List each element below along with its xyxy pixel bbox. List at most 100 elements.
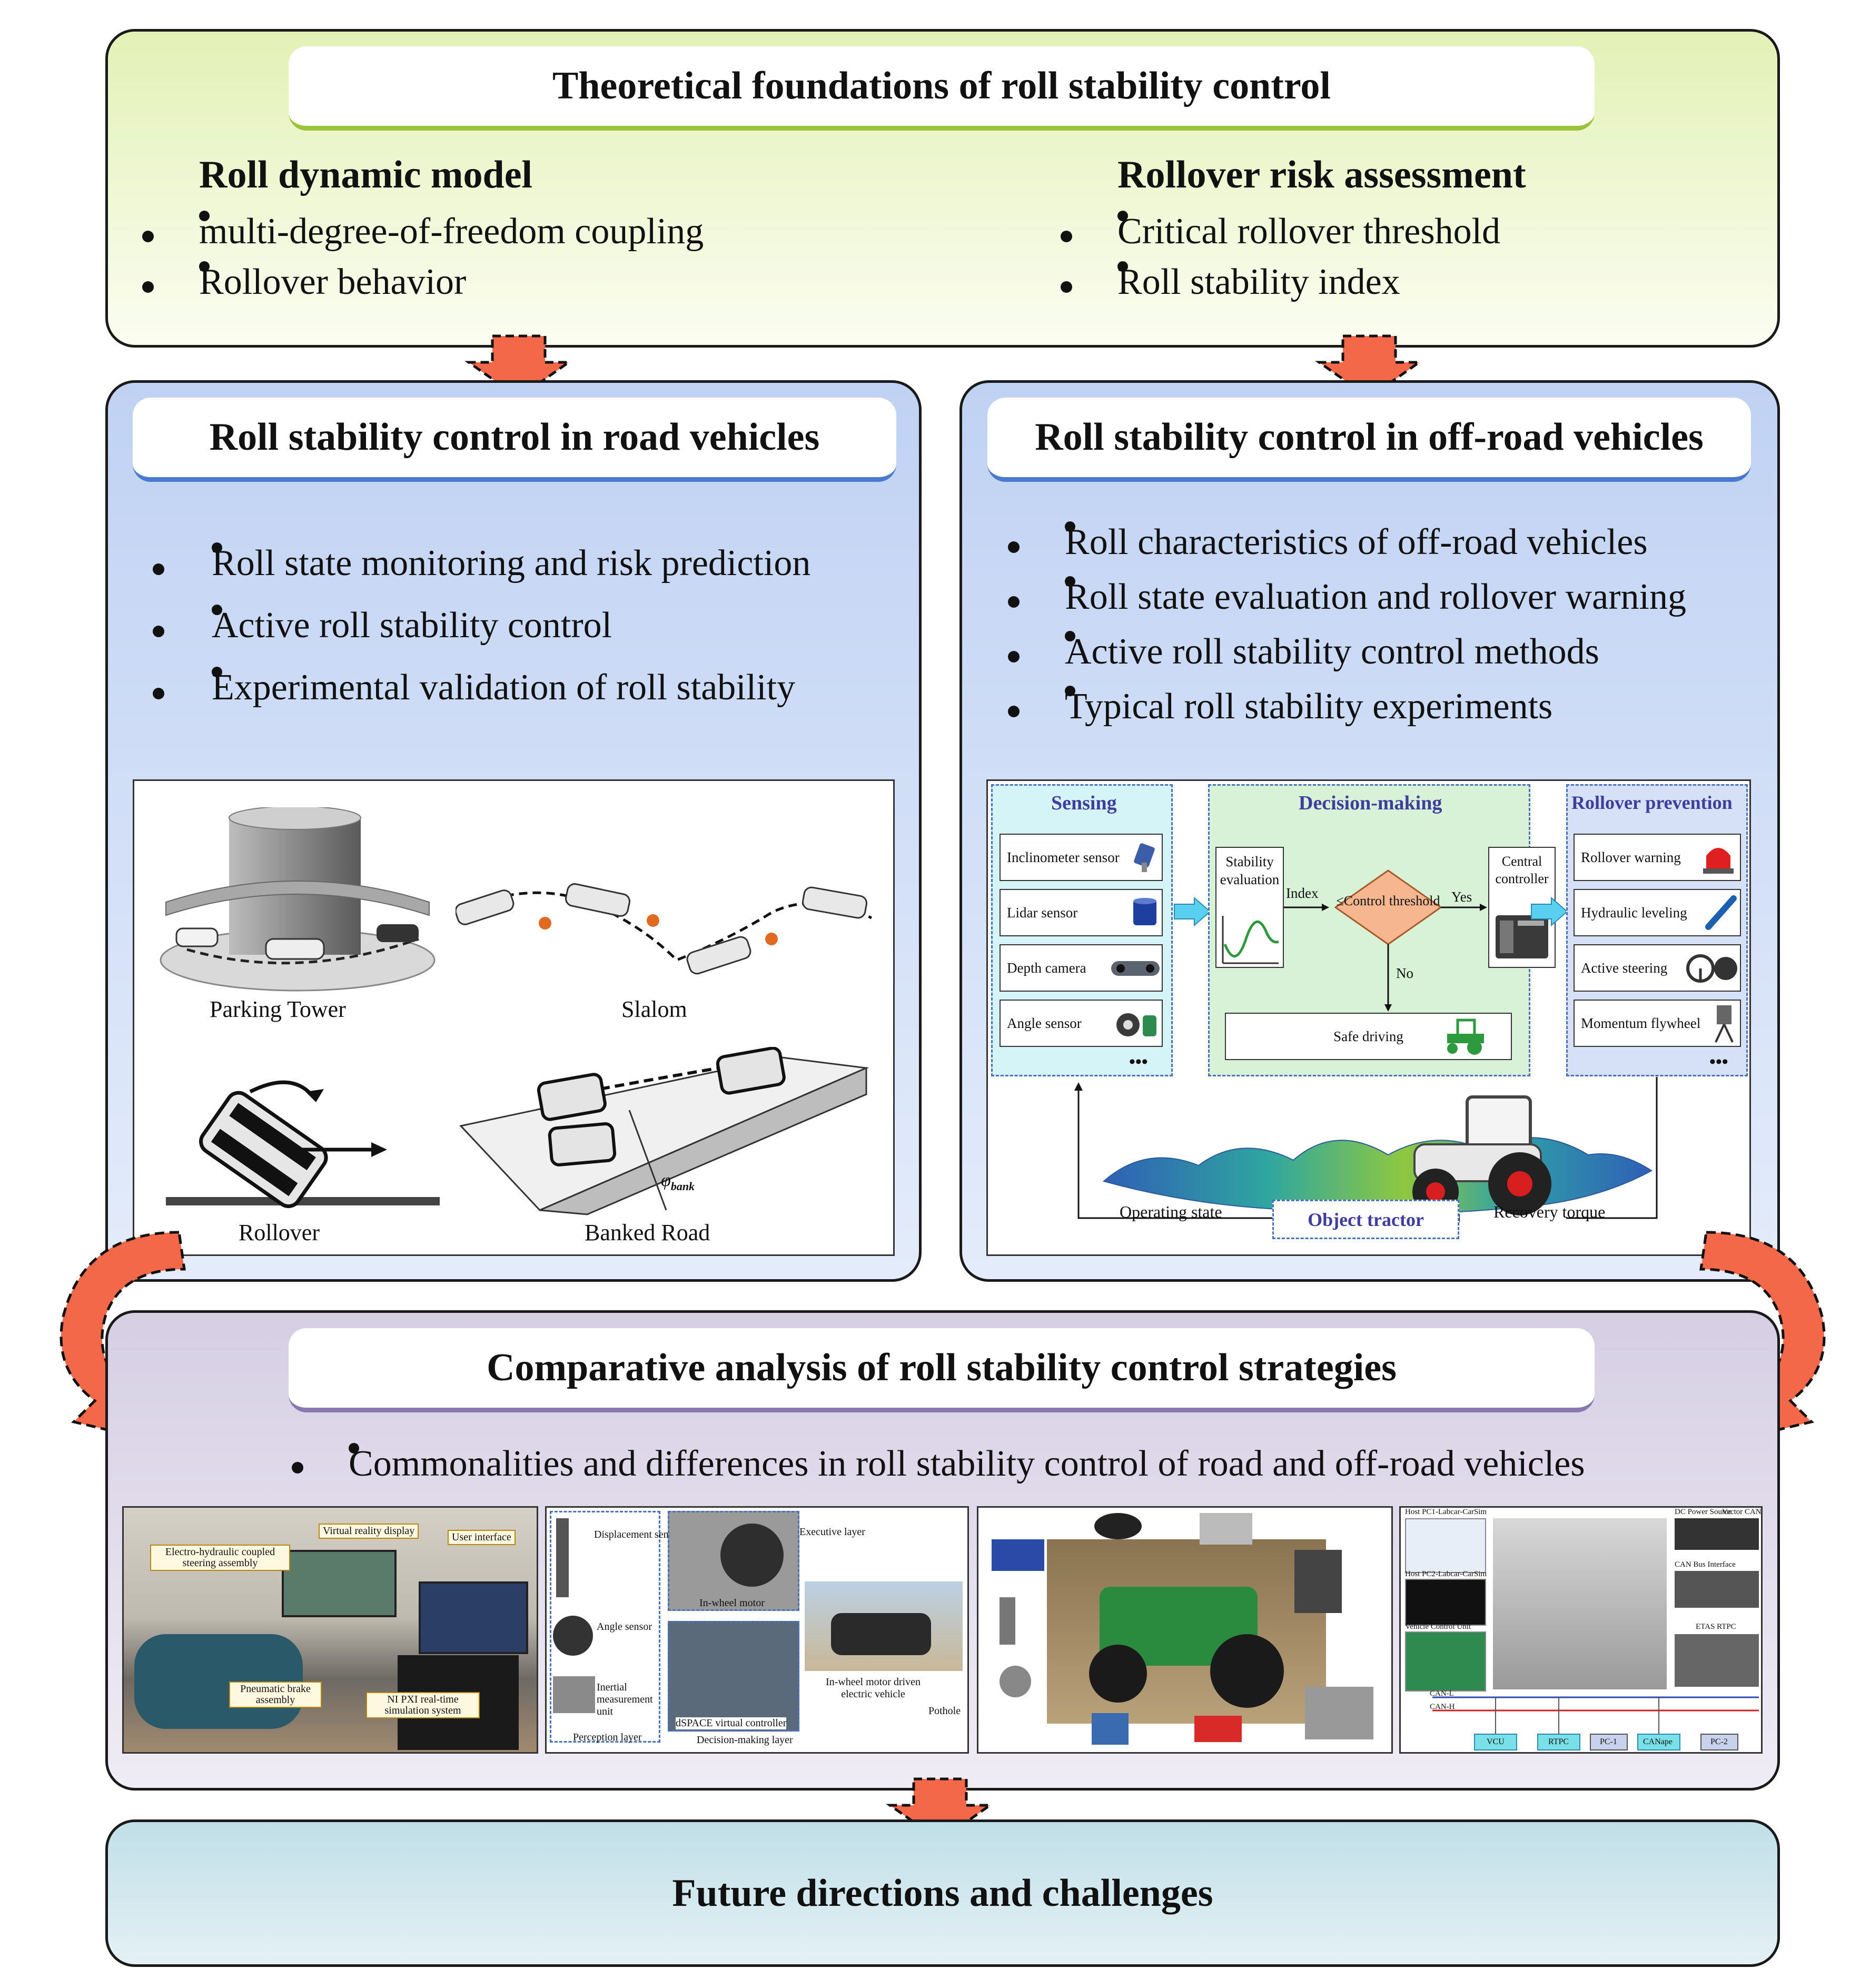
tag-host-pc1: Host PC1-Labcar-CarSim [1405, 1508, 1487, 1516]
tag-can-bus: CAN Bus Interface [1675, 1560, 1736, 1569]
curved-arrow-left-icon [60, 1231, 186, 1445]
hil-test-bench-photo: Host PC1-Labcar-CarSim Host PC2-Labcar-C… [1399, 1506, 1763, 1754]
list-item: Active roll stability control [153, 605, 810, 667]
banked-road-illustration [459, 1047, 869, 1215]
tag-imu: Inertial measurement unit [597, 1682, 653, 1717]
instrumented-tractor-photo [977, 1506, 1393, 1754]
tag-user-interface: User interface [448, 1530, 516, 1545]
tag-etas-rtpc: ETAS RTPC [1696, 1623, 1736, 1631]
down-arrow-icon [464, 334, 573, 400]
bank-angle-label: φbank [661, 1171, 695, 1193]
controller-icon [1496, 915, 1548, 958]
can-bus-diagram [1432, 1696, 1759, 1750]
tag-can-l: CAN-L [1430, 1689, 1454, 1698]
list-item: Roll state monitoring and risk predictio… [153, 542, 810, 605]
right-arrow-icon [1531, 897, 1568, 926]
tag-vector-canape: Vector CANape [1722, 1508, 1762, 1516]
offroad-vehicles-list: Roll characteristics of off-road vehicle… [1008, 521, 1686, 740]
tag-pc2: PC-2 [1710, 1737, 1728, 1746]
list-item: Critical rollover threshold [1061, 211, 1500, 261]
roll-dynamic-model-heading: Roll dynamic model [199, 153, 533, 196]
yes-label: Yes [1451, 889, 1472, 905]
road-vehicles-title: Roll stability control in road vehicles [133, 398, 896, 482]
tag-dc-power: DC Power Source [1675, 1508, 1732, 1516]
decision-flow-arrows [1284, 869, 1487, 1012]
curved-arrow-right-icon [1699, 1231, 1826, 1445]
comparative-list: Commonalities and differences in roll st… [292, 1443, 1585, 1490]
tag-in-wheel-motor: In-wheel motor [699, 1597, 765, 1609]
index-label: Index [1286, 885, 1319, 901]
road-vehicles-list: Roll state monitoring and risk predictio… [153, 542, 810, 729]
depth-camera-icon [1111, 961, 1160, 976]
warning-light-icon [1703, 848, 1734, 874]
rollover-risk-list: Critical rollover threshold Roll stabili… [1061, 211, 1500, 312]
list-item: multi-degree-of-freedom coupling [142, 211, 704, 261]
hydraulic-cylinder-icon [1705, 895, 1737, 930]
tag-perception-layer: Perception layer [573, 1732, 642, 1743]
tag-canape: CANape [1643, 1737, 1673, 1746]
prevention-item-hydraulic: Hydraulic leveling [1574, 889, 1741, 936]
tag-decision-layer: Decision-making layer [697, 1734, 793, 1746]
tag-host-pc2: Host PC2-Labcar-CarSim [1405, 1570, 1487, 1578]
list-item: Commonalities and differences in roll st… [292, 1443, 1585, 1490]
future-directions-title: Future directions and challenges [672, 1871, 1213, 1915]
control-threshold-diamond: ≤Control threshold [1336, 893, 1440, 908]
tag-displacement-sensor: Displacement sensor [594, 1529, 682, 1540]
prevention-item-flywheel: Momentum flywheel [1574, 1000, 1741, 1047]
future-directions-panel: Future directions and challenges [105, 1819, 1780, 1967]
tag-electro-hydraulic: Electro-hydraulic coupled steering assem… [150, 1545, 290, 1571]
tag-executive-layer: Executive layer [799, 1526, 865, 1538]
prevention-more-icon: ••• [1709, 1052, 1728, 1072]
steering-wheel-icon [1686, 954, 1737, 983]
down-arrow-icon [1315, 334, 1423, 400]
tag-ni-pxi: NI PXI real-time simulation system [366, 1692, 480, 1718]
offroad-control-framework-figure: Sensing Inclinometer sensor Lidar sensor… [986, 779, 1751, 1256]
tag-vcu-label: Vehicle Control Unit [1405, 1623, 1471, 1631]
tag-ev: In-wheel motor driven electric vehicle [826, 1676, 921, 1700]
rollover-illustration [166, 1080, 440, 1209]
in-wheel-motor-vehicle-photo: Displacement sensor Angle sensor Inertia… [545, 1506, 969, 1754]
recovery-torque-label: Recovery torque [1493, 1202, 1606, 1221]
parking-tower-caption: Parking Tower [210, 996, 346, 1022]
tag-dspace: dSPACE virtual controller [676, 1717, 787, 1729]
banked-road-caption: Banked Road [585, 1220, 710, 1245]
right-arrow-icon [1174, 897, 1211, 926]
tag-vr-display: Virtual reality display [319, 1524, 419, 1539]
tag-rtpc: RTPC [1548, 1737, 1569, 1746]
parking-tower-illustration [160, 807, 436, 992]
inclinometer-icon [1134, 843, 1155, 872]
tag-pothole: Pothole [928, 1705, 961, 1717]
theoretical-foundations-title: Theoretical foundations of roll stabilit… [289, 46, 1595, 131]
tag-angle-sensor: Angle sensor [597, 1621, 652, 1633]
list-item: Roll stability index [1061, 261, 1500, 312]
slalom-caption: Slalom [621, 996, 687, 1022]
slalom-illustration [456, 883, 873, 975]
tag-can-h: CAN-H [1430, 1703, 1455, 1711]
list-item: Roll state evaluation and rollover warni… [1008, 576, 1686, 631]
tractor-illustration [1412, 1095, 1551, 1215]
tag-pc1: PC-1 [1600, 1737, 1617, 1746]
operating-state-label: Operating state [1120, 1202, 1222, 1221]
tag-pneumatic-brake: Pneumatic brake assembly [229, 1682, 322, 1708]
lidar-icon [1133, 898, 1156, 925]
list-item: Rollover behavior [142, 261, 704, 312]
sensing-heading: Sensing [1051, 792, 1117, 814]
tractor-icon [1447, 1018, 1484, 1055]
flywheel-icon [1715, 1005, 1734, 1043]
rollover-caption: Rollover [239, 1220, 320, 1245]
simulator-test-rig-photo: Electro-hydraulic coupled steering assem… [122, 1506, 538, 1754]
angle-sensor-icon [1116, 1013, 1156, 1036]
comparative-analysis-title: Comparative analysis of roll stability c… [289, 1328, 1595, 1412]
list-item: Typical roll stability experiments [1008, 686, 1686, 740]
list-item: Active roll stability control methods [1008, 631, 1686, 686]
list-item: Experimental validation of roll stabilit… [153, 667, 810, 729]
sensing-more-icon: ••• [1129, 1052, 1148, 1072]
rollover-prevention-heading: Rollover prevention [1571, 792, 1733, 813]
rollover-risk-heading: Rollover risk assessment [1117, 153, 1526, 196]
list-item: Roll characteristics of off-road vehicle… [1008, 521, 1686, 576]
object-tractor-box: Object tractor [1272, 1200, 1459, 1239]
roll-dynamic-model-list: multi-degree-of-freedom coupling Rollove… [142, 211, 704, 312]
offroad-vehicles-title: Roll stability control in off-road vehic… [987, 398, 1751, 482]
evaluation-curve-icon [1222, 916, 1279, 964]
